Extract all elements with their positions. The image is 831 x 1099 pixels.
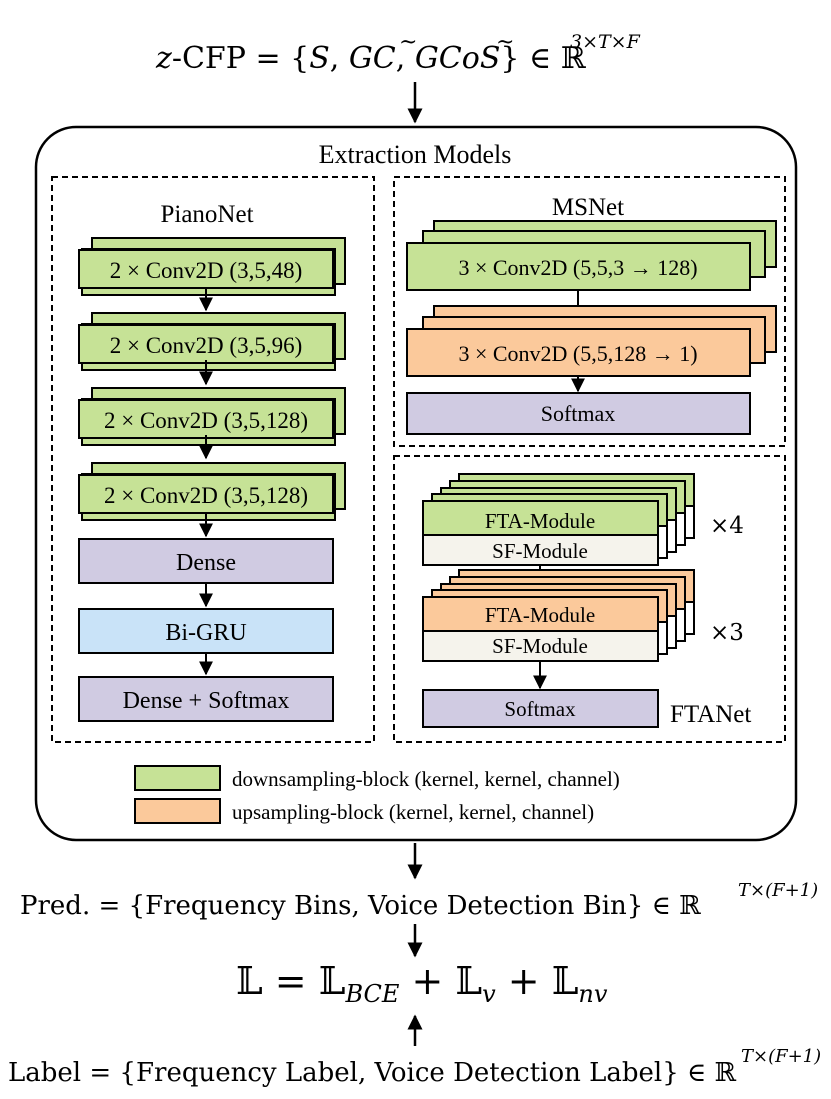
pianonet-conv-block: 2 × Conv2D (3,5,48) (78, 237, 346, 296)
gcos-tilde: ~ (496, 30, 514, 55)
repeat-x3: ×3 (710, 620, 744, 646)
pred-formula: Pred. = {Frequency Bins, Voice Detection… (20, 880, 818, 921)
msnet-title: MSNet (552, 194, 624, 221)
svg-text:T×(F+1): T×(F+1) (738, 880, 818, 901)
pianonet-blocks: 2 × Conv2D (3,5,48) 2 × Conv2D (3,5,96) 2 … (78, 237, 346, 521)
pianonet-dense-softmax-block (78, 676, 334, 722)
pianonet-dense-block (78, 538, 334, 584)
pianonet-title: PianoNet (160, 201, 253, 228)
msnet-panel (393, 176, 786, 447)
svg-text:3×T×F: 3×T×F (570, 31, 641, 53)
svg-text:𝕃 = 𝕃BCE + 𝕃v + 𝕃nv: 𝕃 = 𝕃BCE + 𝕃v + 𝕃nv (236, 959, 608, 1008)
legend-up-swatch (134, 798, 221, 824)
repeat-x4: ×4 (710, 513, 744, 539)
msnet-down-block (406, 220, 777, 291)
svg-text:T×(F+1): T×(F+1) (741, 1046, 821, 1067)
label-formula: Label = {Frequency Label, Voice Detectio… (8, 1046, 821, 1088)
pianonet-dense-label: Dense (176, 550, 236, 576)
pianonet-bigru-block (78, 608, 334, 654)
pianonet-conv-block: 2 × Conv2D (3,5,128) (78, 462, 346, 521)
msnet-up-label: 3 × Conv2D (5,5,128 → 1) (458, 341, 697, 366)
pianonet-conv-label: 2 × Conv2D (3,5,96) (110, 333, 303, 358)
pianonet-panel (51, 176, 375, 743)
ftanet-softmax-label: Softmax (504, 697, 576, 721)
msnet-up-block (406, 305, 777, 377)
pianonet-conv-label: 2 × Conv2D (3,5,48) (110, 258, 303, 283)
sf-module-label-1: SF-Module (492, 539, 588, 563)
svg-text:z-CFP = {S, GC, GCoS} ∈ ℝ: z-CFP = {S, GC, GCoS} ∈ ℝ (155, 41, 587, 76)
pianonet-conv-label: 2 × Conv2D (3,5,128) (104, 483, 308, 508)
extraction-models-box (34, 125, 798, 842)
ftanet-down-stack (422, 473, 695, 566)
top-formula: z-CFP = {S, GC, GCoS} ∈ ℝ 3×T×F ~ ~ (155, 30, 641, 76)
gc-tilde: ~ (399, 30, 417, 55)
legend-down-swatch (134, 765, 221, 791)
loss-formula: 𝕃 = 𝕃BCE + 𝕃v + 𝕃nv (236, 959, 608, 1008)
msnet-softmax-label: Softmax (541, 401, 616, 426)
pianonet-conv-block: 2 × Conv2D (3,5,128) (78, 387, 346, 446)
ftanet-up-stack (422, 569, 695, 662)
sf-module-label-2: SF-Module (492, 634, 588, 658)
pianonet-dense-softmax-label: Dense + Softmax (123, 688, 290, 714)
pianonet-conv-block: 2 × Conv2D (3,5,96) (78, 312, 346, 371)
fta-module-label-1: FTA-Module (485, 509, 595, 533)
pianonet-bigru-label: Bi-GRU (165, 620, 246, 646)
ftanet-title: FTANet (670, 701, 751, 728)
extraction-models-title: Extraction Models (319, 140, 512, 169)
svg-text:Label = {Frequency Label, Voic: Label = {Frequency Label, Voice Detectio… (8, 1058, 737, 1088)
fta-module-label-2: FTA-Module (485, 603, 595, 627)
msnet-down-label: 3 × Conv2D (5,5,3 → 128) (458, 255, 697, 280)
svg-text:Pred. = {Frequency Bins, Voice: Pred. = {Frequency Bins, Voice Detection… (20, 891, 701, 921)
msnet-softmax-block (406, 392, 751, 435)
legend-up-label: upsampling-block (kernel, kernel, channe… (232, 800, 594, 824)
legend-down-label: downsampling-block (kernel, kernel, chan… (232, 767, 620, 791)
ftanet-panel (393, 455, 786, 743)
ftanet-softmax-block (422, 689, 659, 728)
pianonet-conv-label: 2 × Conv2D (3,5,128) (104, 408, 308, 433)
